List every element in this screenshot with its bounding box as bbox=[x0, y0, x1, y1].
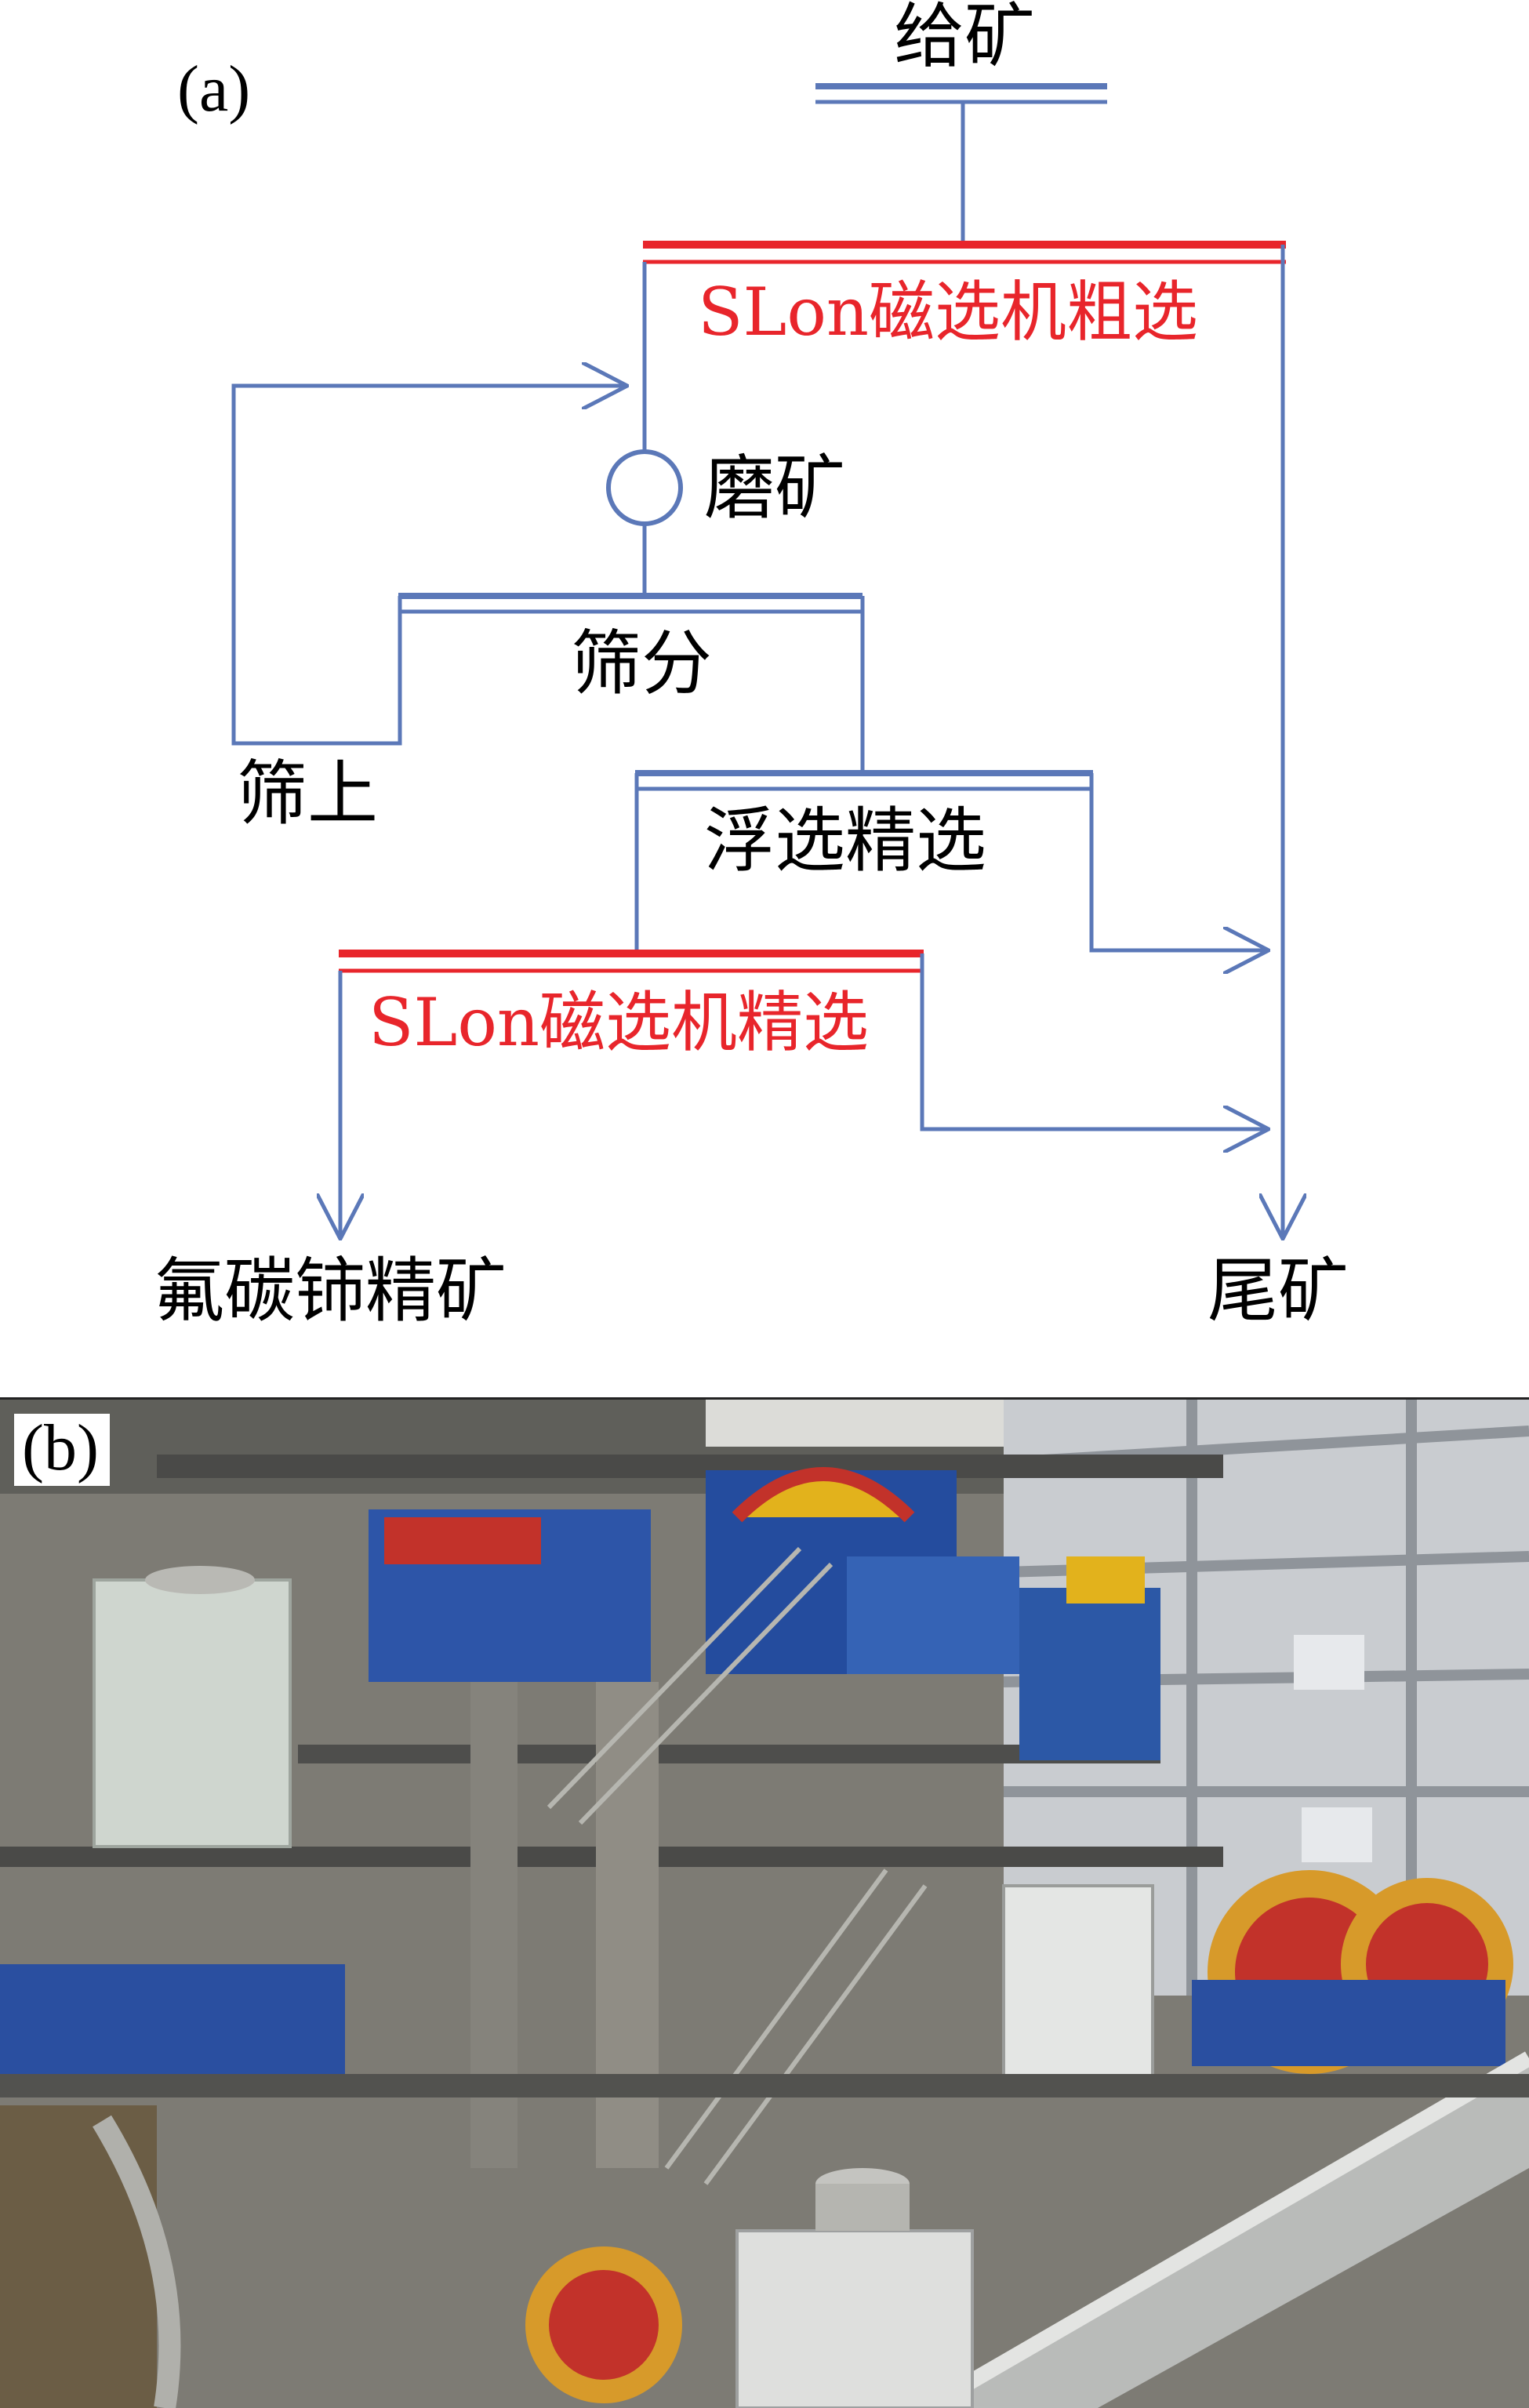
plant-photo: (b) bbox=[0, 1397, 1529, 2408]
flotation-label: 浮选精选 bbox=[704, 800, 986, 882]
cleaner-bar bbox=[339, 950, 924, 973]
screening-label: 筛分 bbox=[571, 623, 712, 705]
feed-bar bbox=[815, 83, 1107, 104]
flowsheet-diagram: (a) 给矿 SLon磁选机粗选 磨矿 筛分 筛上 浮选精选 SLon磁选机精选… bbox=[154, 0, 1529, 1396]
tailings-label: 尾矿 bbox=[1208, 1250, 1349, 1332]
screening-bar bbox=[398, 593, 863, 614]
flotation-tailings-line bbox=[1089, 773, 1269, 950]
plant-illustration bbox=[0, 1400, 1529, 2408]
grinding-circle bbox=[606, 449, 683, 526]
grinding-label: 磨矿 bbox=[704, 447, 845, 529]
panel-b-tag: (b) bbox=[14, 1414, 110, 1486]
oversize-label: 筛上 bbox=[237, 753, 378, 835]
cleaner-label: SLon磁选机精选 bbox=[369, 984, 869, 1061]
flotation-bar bbox=[635, 770, 1093, 791]
panel-a-tag: (a) bbox=[177, 53, 251, 125]
feed-label: 给矿 bbox=[894, 0, 1035, 78]
rougher-label: SLon磁选机粗选 bbox=[698, 274, 1198, 350]
concentrate-label: 氟碳铈精矿 bbox=[154, 1250, 507, 1332]
flowsheet-lines bbox=[231, 83, 1529, 1396]
rougher-bar bbox=[643, 241, 1286, 264]
cleaner-tailings-line bbox=[920, 953, 1269, 1129]
oversize-recycle-line bbox=[231, 386, 627, 746]
